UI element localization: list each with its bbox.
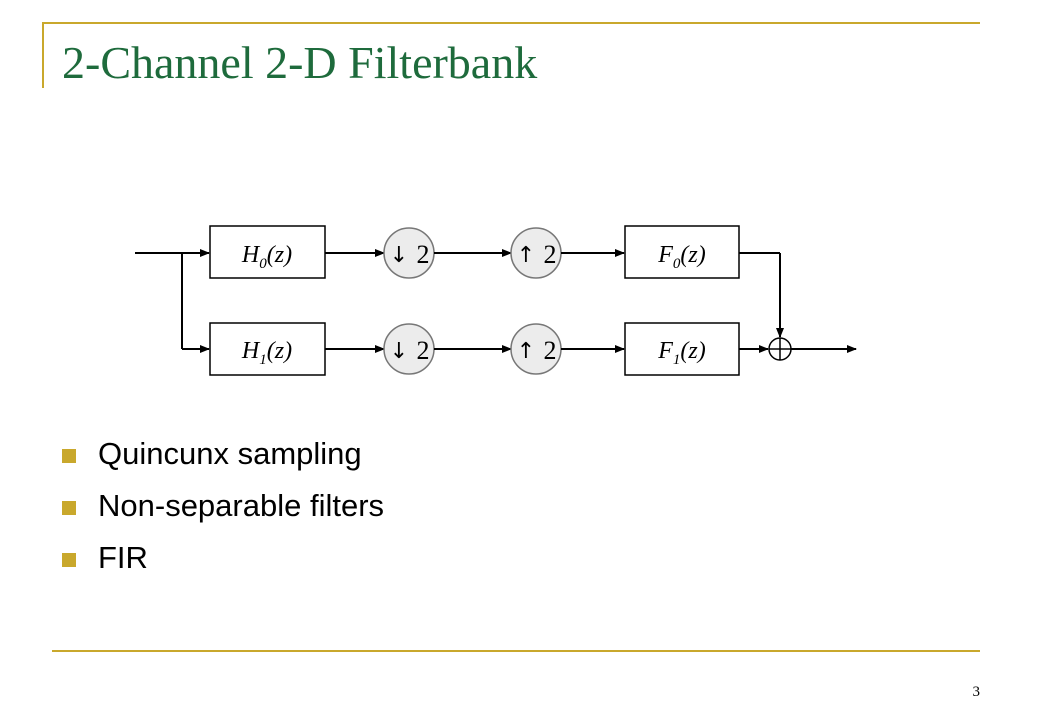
synthesis-filter-f1-label: F1(z) <box>657 338 706 368</box>
bullet-text: Quincunx sampling <box>98 436 362 471</box>
downsampler-0-factor: 2 <box>417 240 430 269</box>
bullet-item: FIR <box>62 538 384 590</box>
bullet-text: Non-separable filters <box>98 488 385 523</box>
bottom-rule <box>52 650 980 652</box>
upsampler-0-arrow: ↑ <box>517 243 535 268</box>
synthesis-filter-f0-label: F0(z) <box>657 242 706 272</box>
bullet-list: Quincunx sampling Non-separable filters … <box>62 434 384 590</box>
analysis-filter-h1-label: H1(z) <box>241 338 292 368</box>
downsampler-1-factor: 2 <box>417 336 430 365</box>
left-rule <box>42 22 44 88</box>
upsampler-0-factor: 2 <box>544 240 557 269</box>
bullet-marker-icon <box>62 449 76 463</box>
downsampler-0-arrow: ↓ <box>390 243 408 268</box>
synthesis-filter-f0-block <box>624 225 740 279</box>
bullet-text: FIR <box>98 540 148 575</box>
top-rule <box>42 22 980 24</box>
bullet-marker-icon <box>62 501 76 515</box>
analysis-filter-h1-block <box>209 322 326 376</box>
upsampler-1-factor: 2 <box>544 336 557 365</box>
upsampler-1-arrow: ↑ <box>517 339 535 364</box>
bullet-item: Non-separable filters <box>62 486 384 538</box>
downsampler-1-arrow: ↓ <box>390 339 408 364</box>
slide-title: 2-Channel 2-D Filterbank <box>62 37 538 88</box>
bullet-item: Quincunx sampling <box>62 434 384 486</box>
synthesis-filter-f1-block <box>624 322 740 376</box>
page-number: 3 <box>972 684 981 700</box>
summing-node-icon <box>768 337 792 361</box>
bullet-marker-icon <box>62 553 76 567</box>
analysis-filter-h0-label: H0(z) <box>241 242 292 272</box>
